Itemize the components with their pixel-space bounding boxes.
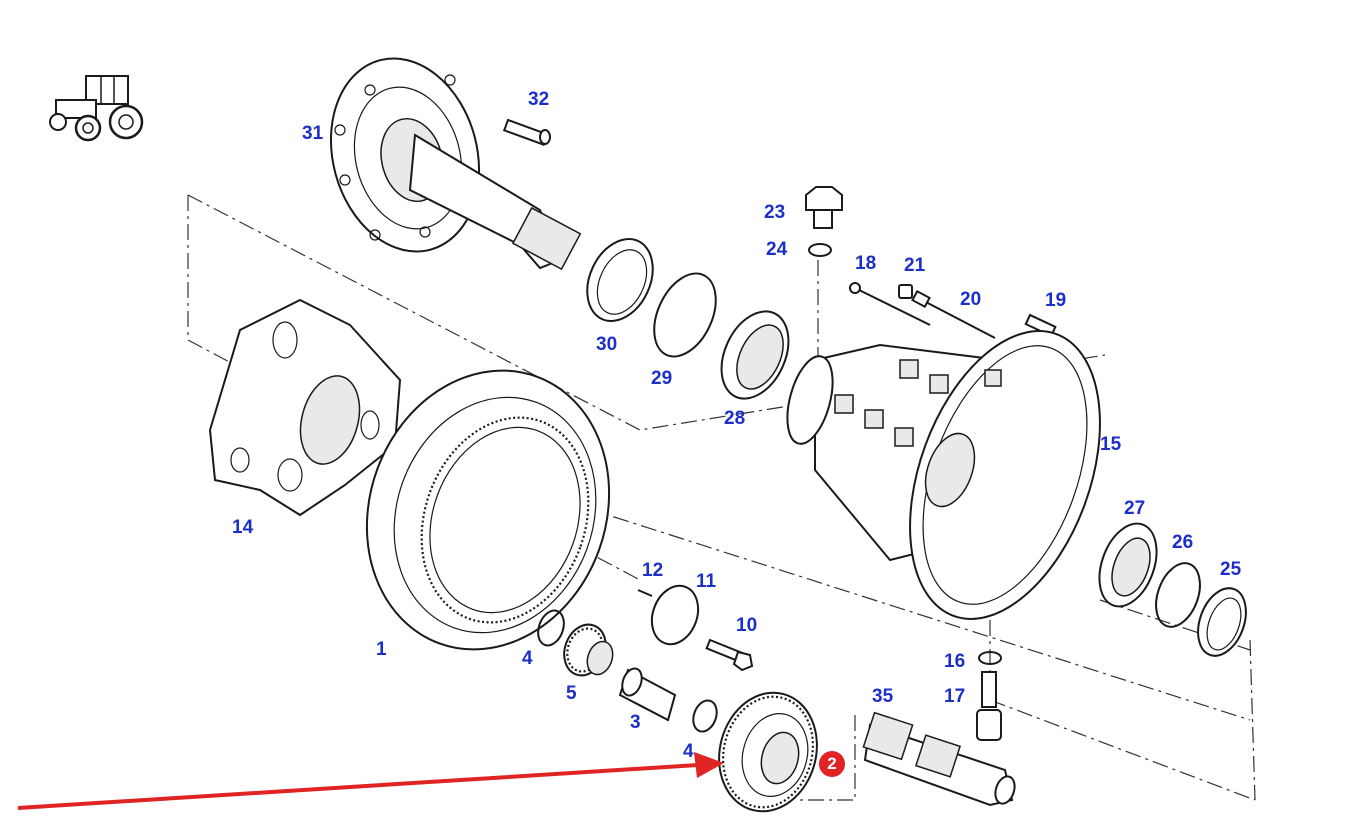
label-part-28: 28 [724, 408, 746, 429]
washer-24 [808, 243, 832, 257]
label-part-29: 29 [651, 368, 673, 389]
bolt-18 [849, 282, 931, 326]
label-part-35: 35 [872, 686, 894, 707]
bolt-10 [705, 638, 754, 672]
label-part-23: 23 [764, 202, 786, 223]
label-part-21: 21 [904, 255, 926, 276]
label-part-16: 16 [944, 651, 966, 672]
label-part-18: 18 [855, 253, 877, 274]
seal-25 [1197, 587, 1247, 657]
snap-ring-4a [537, 609, 565, 647]
o-ring-26 [1155, 562, 1201, 628]
planet-gear-2 [718, 691, 818, 813]
drain-plug-23 [805, 186, 843, 229]
o-ring-16 [978, 651, 1002, 665]
bleeder-screw-17 [976, 671, 1002, 741]
label-part-20: 20 [960, 289, 982, 310]
bearing-27 [1098, 522, 1158, 608]
ring-gear-1 [365, 369, 611, 651]
highlight-arrow [17, 752, 724, 810]
label-part-11: 11 [696, 571, 717, 592]
highlight-badge-number: 2 [827, 754, 837, 773]
axle-shaft-flange [329, 57, 582, 271]
tractor-icon [46, 70, 146, 150]
label-part-31: 31 [302, 123, 324, 144]
o-ring-29 [653, 272, 717, 358]
label-part-12: 12 [642, 560, 664, 581]
hub-carrier-15 [786, 330, 1101, 620]
label-part-14: 14 [232, 517, 254, 538]
label-part-1: 1 [376, 639, 387, 660]
seal-ring-30 [586, 238, 654, 322]
nut-21 [898, 284, 913, 299]
label-part-25: 25 [1220, 559, 1242, 580]
bolt-20 [911, 289, 996, 339]
label-part-10: 10 [736, 615, 758, 636]
label-part-5: 5 [566, 683, 577, 704]
label-part-27: 27 [1124, 498, 1146, 519]
thrust-plate-11 [650, 584, 700, 646]
label-part-4: 4 [683, 741, 694, 762]
snap-ring-4b [692, 699, 718, 733]
label-part-4: 4 [522, 648, 533, 669]
label-part-19: 19 [1045, 290, 1067, 311]
label-part-17: 17 [944, 686, 966, 707]
label-part-15: 15 [1100, 434, 1122, 455]
wheel-stud [502, 118, 551, 146]
label-part-32: 32 [528, 89, 550, 110]
label-part-3: 3 [630, 712, 641, 733]
label-part-24: 24 [766, 239, 788, 260]
highlight-badge: 2 [819, 751, 845, 777]
planet-shaft-3 [618, 667, 677, 722]
splined-shaft-35 [862, 711, 1016, 807]
bearing-28 [720, 310, 790, 400]
needle-bearing-5 [563, 623, 614, 677]
label-part-30: 30 [596, 334, 618, 355]
pin-12 [637, 589, 653, 597]
planet-carrier-14 [208, 298, 402, 517]
assembly-axis-lines [187, 194, 1256, 801]
bolt-19 [1024, 313, 1057, 338]
label-part-26: 26 [1172, 532, 1194, 553]
